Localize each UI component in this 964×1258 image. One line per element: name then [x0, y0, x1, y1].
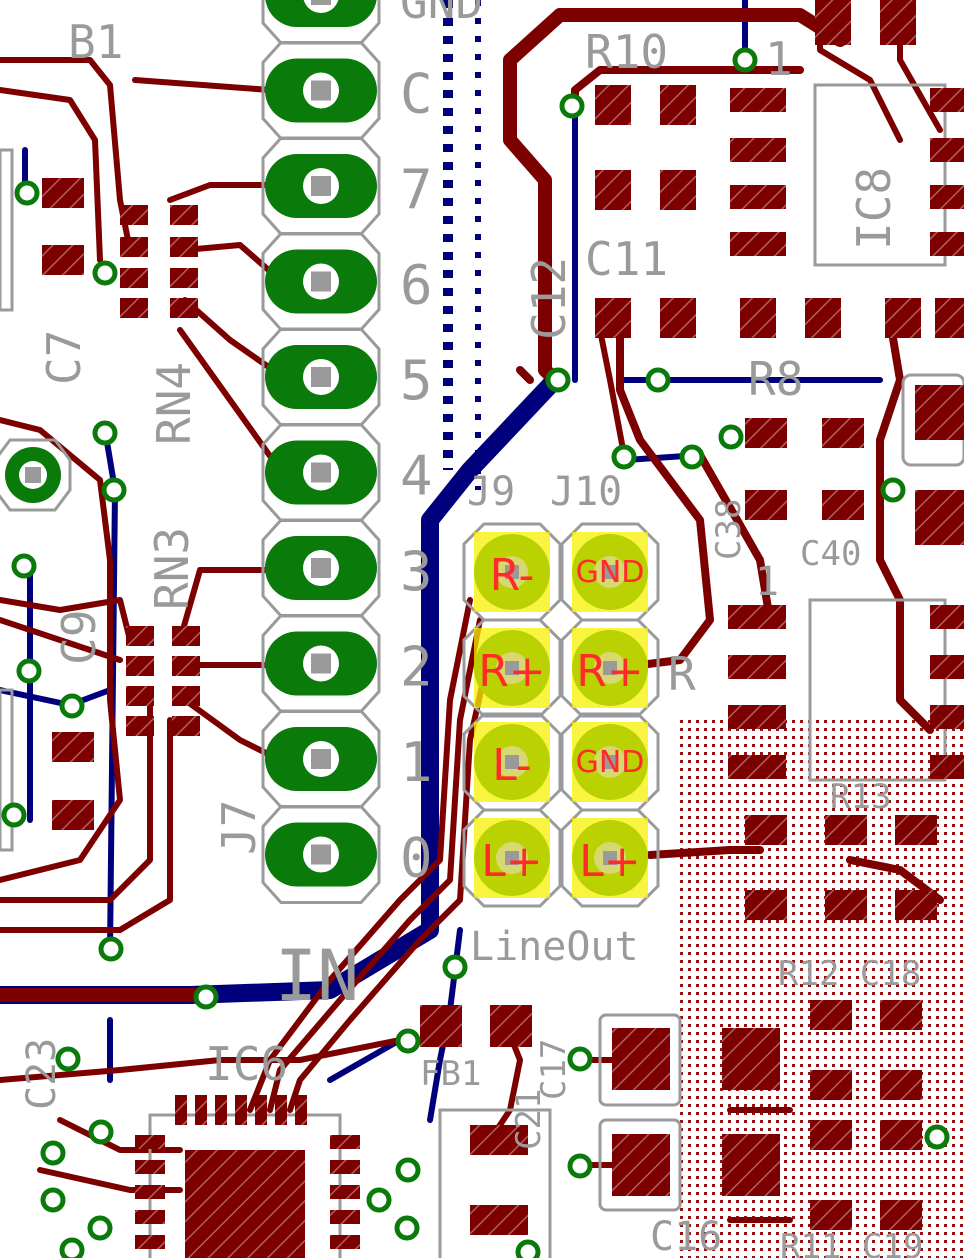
audio-connector-pads: R- GND R+ R+ L- GND L+ L+ [462, 522, 660, 908]
vias [1, 47, 950, 1258]
header-pin-label: 7 [400, 158, 433, 221]
label-j9: J9 [467, 469, 515, 515]
header-pin-label: 3 [400, 540, 433, 603]
label-rn3: RN3 [145, 527, 199, 610]
audio-pad: L+ [462, 808, 562, 908]
header-pin [261, 327, 381, 427]
audio-pad: GND [560, 712, 660, 812]
label-rn4: RN4 [147, 362, 201, 445]
header-pin [261, 614, 381, 713]
mounting-pad-left [0, 438, 72, 512]
header-pin-label: 6 [400, 254, 433, 317]
label-c21: C21 [509, 1089, 549, 1150]
header-pin-label: 4 [400, 445, 433, 508]
header-pin [261, 136, 381, 236]
label-one-mid: 1 [755, 559, 779, 605]
label-r12c18: R12 C18 [778, 954, 921, 994]
audio-pad: L+ [560, 808, 660, 908]
label-j7: J7 [212, 800, 266, 855]
audio-pad: GND [560, 522, 660, 622]
header-pin-label: 1 [400, 731, 433, 794]
header-pin [261, 41, 381, 140]
label-c12: C12 [522, 257, 576, 340]
audio-pad-label: L+ [481, 836, 542, 887]
header-pin-label: 5 [400, 349, 433, 412]
label-one-top: 1 [765, 32, 793, 86]
label-c40: C40 [800, 534, 861, 574]
label-r8: R8 [748, 352, 803, 406]
header-j7-pins [261, 0, 381, 904]
label-c11: C11 [585, 232, 668, 286]
audio-pad-label: L+ [579, 836, 640, 887]
audio-pad: R+ [560, 618, 660, 718]
audio-pad-label: L- [492, 740, 532, 791]
label-lineout: LineOut [470, 924, 639, 970]
label-c38: C38 [709, 499, 749, 560]
label-b1: B1 [68, 15, 123, 69]
label-r-side: R [668, 647, 696, 701]
header-pin [261, 423, 381, 522]
header-pin [261, 805, 381, 904]
audio-pad-label: R+ [576, 646, 643, 697]
audio-pad: R- [462, 522, 562, 622]
audio-pad: L- [462, 712, 562, 812]
label-header-gnd: GND [400, 0, 483, 29]
label-j10: J10 [550, 469, 622, 515]
header-pin-numbers: C 7 6 5 4 3 2 1 0 [400, 63, 433, 890]
header-pin-label: 2 [400, 636, 433, 699]
label-c23: C23 [19, 1038, 65, 1110]
audio-pad-label: R+ [478, 646, 545, 697]
smd-pads [42, 0, 964, 1258]
header-pin [261, 232, 381, 331]
header-pin-label: C [400, 63, 433, 126]
dotted-bus [443, 0, 481, 490]
label-in: IN [275, 935, 359, 1017]
label-fb1: FB1 [420, 1054, 481, 1094]
header-pin [261, 0, 381, 45]
label-c7: C7 [37, 330, 91, 385]
label-c9: C9 [52, 610, 106, 665]
label-r10: R10 [585, 25, 668, 79]
audio-pad-label: GND [576, 745, 645, 780]
header-pin-label: 0 [400, 827, 433, 890]
label-r13: R13 [830, 777, 891, 817]
audio-pad-label: R- [490, 550, 535, 601]
label-c17: C17 [534, 1039, 574, 1100]
header-pin [261, 709, 381, 809]
label-ic8: IC8 [847, 167, 901, 250]
audio-pad: R+ [462, 618, 562, 718]
audio-pad-label: GND [576, 555, 645, 590]
label-r11c19: R11 C19 [780, 1227, 923, 1258]
header-pin [261, 518, 381, 618]
label-c16: C16 [650, 1214, 722, 1258]
label-ic6: IC6 [205, 1037, 288, 1091]
silkscreen-labels: GND B1 R10 1 C11 C12 IC8 R8 C40 C38 R13 … [19, 0, 923, 1258]
